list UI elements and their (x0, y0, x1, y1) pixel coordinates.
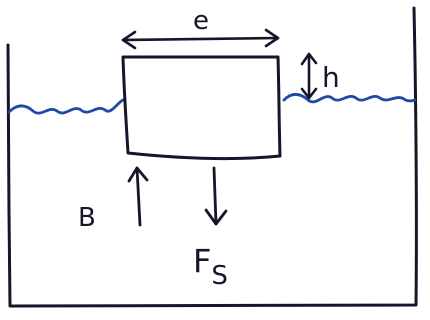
width-dimension-arrow (121, 28, 280, 50)
buoyancy-arrow (127, 166, 149, 227)
weight-label: FS (193, 242, 228, 291)
water-surface-right (282, 92, 417, 104)
buoyancy-label: B (78, 203, 96, 233)
weight-label-main: F (193, 242, 211, 280)
floating-block (121, 55, 282, 161)
water-surface-left (7, 98, 125, 115)
height-label: h (322, 61, 340, 94)
weight-arrow (204, 166, 228, 226)
width-label: e (193, 6, 209, 36)
weight-label-subscript: S (211, 261, 228, 291)
height-dimension-arrow (300, 52, 318, 100)
